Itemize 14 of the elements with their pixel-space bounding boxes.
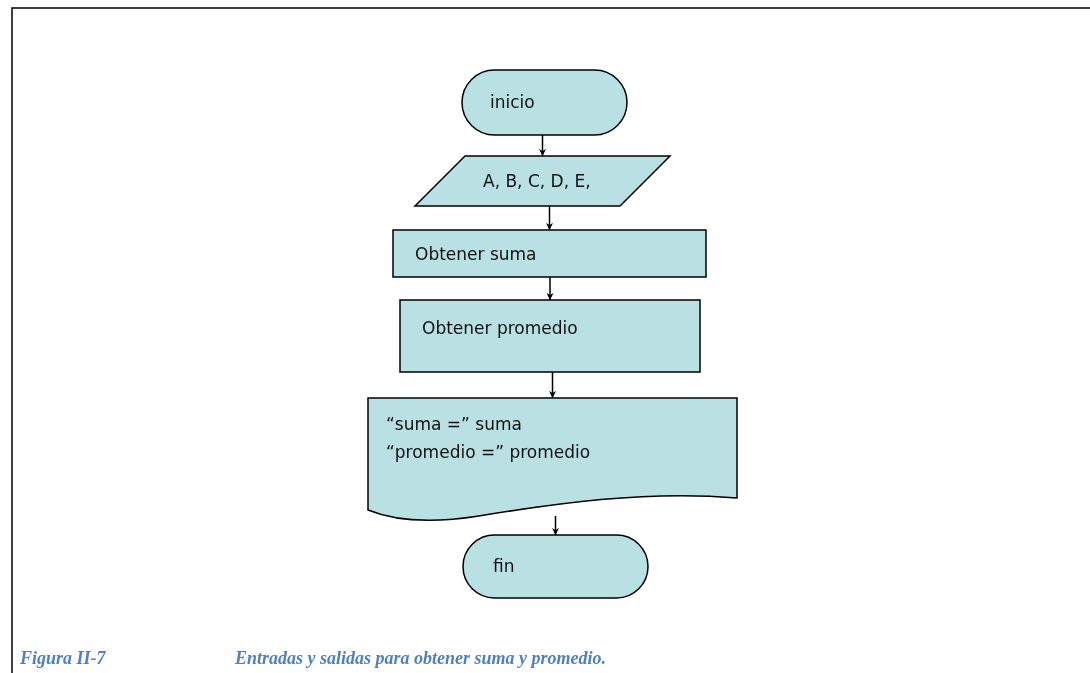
figure-caption: Entradas y salidas para obtener suma y promedio. — [235, 648, 607, 669]
arrow — [549, 371, 556, 399]
node-text: inicio — [490, 91, 535, 114]
arrow — [546, 205, 553, 231]
arrow — [539, 134, 546, 157]
node-text: “suma =” suma — [386, 413, 522, 436]
node-text: Obtener suma — [415, 243, 537, 266]
figure-number: Figura II-7 — [20, 648, 106, 669]
arrow — [552, 515, 559, 536]
node-text: Obtener promedio — [422, 317, 578, 340]
node-text: A, B, C, D, E, — [483, 170, 591, 193]
node-text: “promedio =” promedio — [386, 441, 591, 464]
node-text: fin — [493, 555, 515, 578]
arrow — [546, 276, 554, 301]
